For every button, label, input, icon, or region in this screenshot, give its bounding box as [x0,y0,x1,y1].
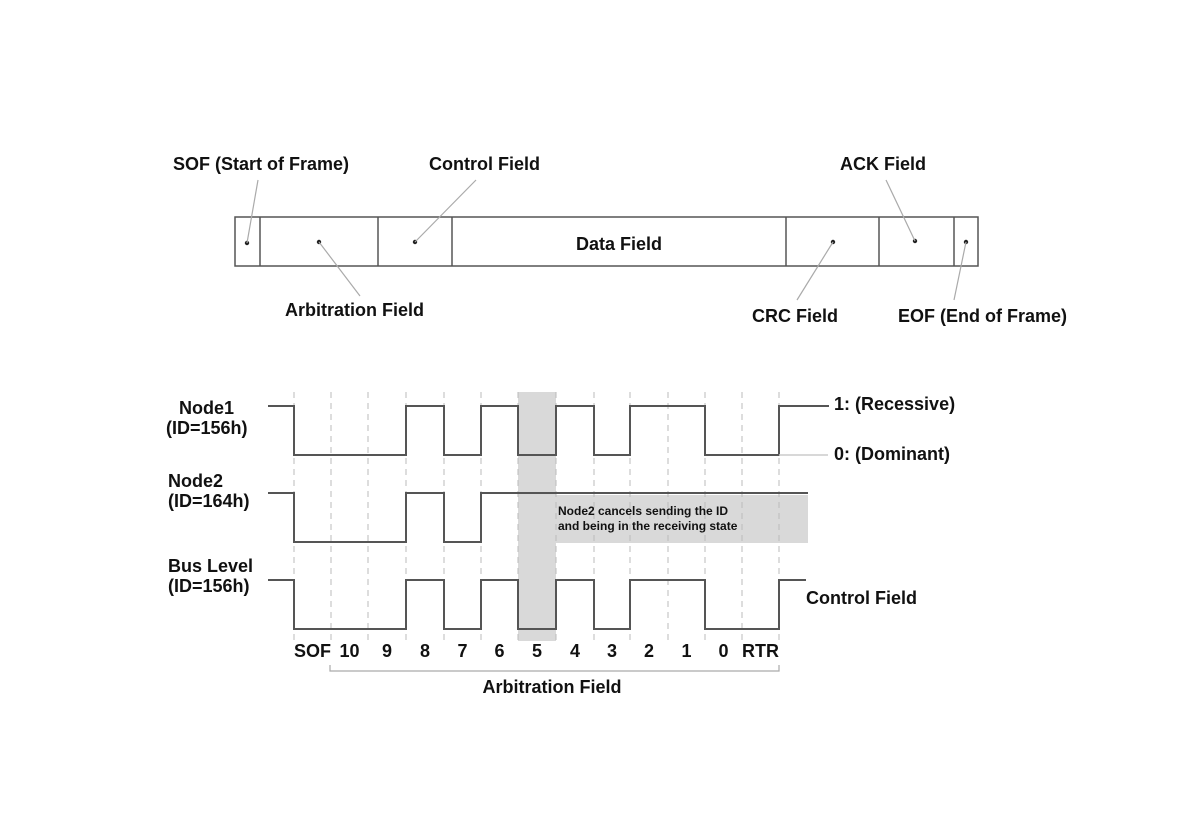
bus-level-id-label: (ID=156h) [168,576,250,596]
bit-label: 2 [644,641,654,661]
bit-label: SOF [294,641,331,661]
control-field-label-timing: Control Field [806,588,917,608]
node2-waveform [268,492,808,543]
bit-label: 4 [570,641,580,661]
sof-leader [246,179,259,244]
ack-leader [885,179,916,242]
bit-label: 1 [681,641,691,661]
bit-label: 3 [607,641,617,661]
timing-diagram: Node1 (ID=156h) Node2 (ID=164h) Bus Leve… [166,392,955,697]
sof-label: SOF (Start of Frame) [173,154,349,174]
arbitration-field-timing-label: Arbitration Field [483,677,622,697]
node1-label: Node1 [179,398,234,418]
eof-leader [953,241,967,301]
eof-label: EOF (End of Frame) [898,306,1067,326]
bit-label: RTR [742,641,779,661]
bit-label: 8 [420,641,430,661]
node2-note-line1: Node2 cancels sending the ID [558,504,728,518]
node2-note-line2: and being in the receiving state [558,519,738,533]
arbitration-bracket [329,665,780,672]
node2-label: Node2 [168,471,223,491]
node1-waveform [268,405,829,456]
bus-level-waveform [268,579,806,630]
bit-label: 10 [339,641,359,661]
crc-leader [796,241,834,301]
crc-field-label: CRC Field [752,306,838,326]
bit-label: 7 [457,641,467,661]
bit-label: 0 [718,641,728,661]
arbitration-leader [318,241,361,297]
recessive-label: 1: (Recessive) [834,394,955,414]
frame-structure: SOF (Start of Frame) Control Field ACK F… [173,154,1067,326]
bit-label: 9 [382,641,392,661]
node1-id-label: (ID=156h) [166,418,248,438]
data-field-label: Data Field [576,234,662,254]
node2-id-label: (ID=164h) [168,491,250,511]
arbitration-field-label: Arbitration Field [285,300,424,320]
control-leader [414,179,477,243]
ack-field-label: ACK Field [840,154,926,174]
control-field-label: Control Field [429,154,540,174]
bit5-highlight [518,392,556,641]
frame-box [234,216,979,267]
bit-label: 5 [532,641,542,661]
bus-level-label: Bus Level [168,556,253,576]
node2-note-box [556,495,808,543]
dominant-label: 0: (Dominant) [834,444,950,464]
bit-label: 6 [494,641,504,661]
